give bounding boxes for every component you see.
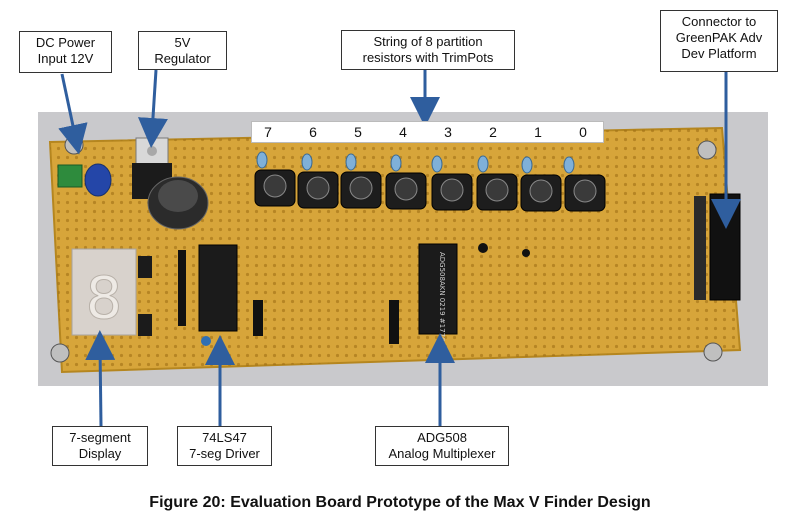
multiplexer-callout: ADG508 Analog Multiplexer [375,426,509,466]
callout-arrows [58,69,741,427]
mux-pin-header [389,300,399,344]
resistor-number: 1 [534,124,542,140]
resistor-number: 3 [444,124,452,140]
connector-pins [694,196,706,300]
resistors-callout: String of 8 partition resistors with Tri… [341,30,515,70]
display-digit: 8 [86,264,123,332]
figure-caption: Figure 20: Evaluation Board Prototype of… [149,494,651,511]
dc-power-callout: DC Power Input 12V [19,31,112,73]
small-capacitor [84,163,112,197]
adg508-chip [418,243,458,335]
resistor-number: 0 [579,124,587,140]
resistor-number: 7 [264,124,272,140]
trimpot-row [254,151,606,212]
dc-terminal-block [57,164,83,188]
regulator-callout: 5V Regulator [138,31,227,70]
seven-segment-callout: 7-segment Display [52,426,148,466]
chip-marking: ADG508AKN 0219 #1770 [438,252,446,342]
resistor-number: 5 [354,124,362,140]
resistor-number: 4 [399,124,407,140]
resistor-number: 6 [309,124,317,140]
connector-callout: Connector to GreenPAK Adv Dev Platform [660,10,778,72]
74ls47-chip [198,244,238,332]
driver-callout: 74LS47 7-seg Driver [177,426,272,466]
resistor-number: 2 [489,124,497,140]
driver-pin-headers [178,250,263,336]
resistor-number-strip: 7 6 5 4 3 2 1 0 [251,121,604,143]
